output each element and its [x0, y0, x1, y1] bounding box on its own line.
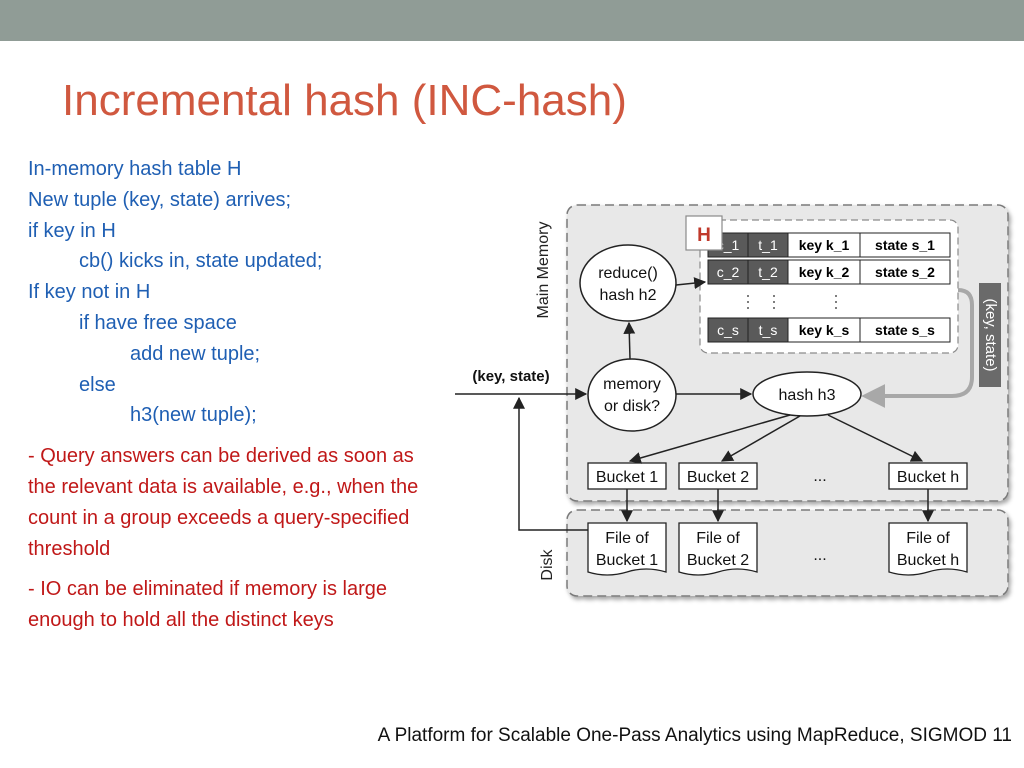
bucket-ellipsis: ... — [813, 468, 826, 485]
file-shape — [678, 522, 758, 576]
bucket-box — [587, 462, 667, 490]
citation-footer: A Platform for Scalable One-Pass Analyti… — [377, 725, 1012, 746]
table-cell: c_s — [717, 322, 739, 338]
body-line: cb() kicks in, state updated; — [79, 250, 323, 273]
bucket-label: Bucket 2 — [687, 469, 749, 486]
table-cell: t_2 — [758, 264, 778, 280]
main-memory-label: Main Memory — [535, 222, 552, 319]
top-decor-bar — [0, 0, 1024, 41]
table-cell: state s_1 — [875, 237, 935, 253]
input-label: (key, state) — [472, 368, 549, 385]
to-reduce-arrow — [623, 321, 636, 360]
file-label: File of — [605, 530, 649, 547]
hash-table-label: H — [697, 225, 711, 246]
table-ellipsis — [747, 295, 837, 309]
bucket-files: File of Bucket 1 File of Bucket 2 ... Fi… — [587, 522, 968, 576]
slide-body: In-memory hash table H New tuple (key, s… — [28, 154, 438, 636]
body-line: h3(new tuple); — [130, 404, 257, 427]
buckets: Bucket 1 Bucket 2 ... Bucket h — [587, 462, 968, 490]
body-line: else — [79, 373, 116, 396]
file-label: Bucket 1 — [596, 552, 658, 569]
slide-title: Incremental hash (INC-hash) — [62, 76, 627, 125]
table-cell: t_1 — [758, 237, 778, 253]
file-shape — [888, 522, 968, 576]
table-cell: t_s — [759, 322, 778, 338]
body-line: If key not in H — [28, 281, 151, 304]
point-query-answers: - Query answers can be derived as soon a… — [28, 445, 419, 560]
disk-feedback-arrow — [513, 396, 588, 531]
bucket-box — [888, 462, 968, 490]
body-line: if have free space — [79, 311, 237, 334]
table-cell: state s_s — [875, 322, 935, 338]
decision-node-line: memory — [603, 376, 661, 393]
eviction-label-box — [979, 283, 1001, 387]
body-line: add new tuple; — [130, 342, 261, 365]
table-cell: c_2 — [717, 264, 740, 280]
file-shape — [587, 522, 667, 576]
to-table-arrow — [675, 277, 707, 290]
hash-h3-label: hash h3 — [779, 387, 836, 404]
memory-or-disk-node — [587, 358, 677, 432]
disk-label: Disk — [539, 548, 556, 580]
file-label: File of — [696, 530, 740, 547]
eviction-label: (key, state) — [982, 298, 999, 371]
body-line: if key in H — [28, 219, 116, 242]
bucket-label: Bucket h — [897, 469, 959, 486]
bucket-label: Bucket 1 — [596, 469, 658, 486]
table-cell: key k_2 — [799, 264, 850, 280]
reduce-hash-h2-node — [579, 244, 677, 322]
file-label: File of — [906, 530, 950, 547]
file-ellipsis: ... — [813, 547, 826, 564]
body-line: In-memory hash table H — [28, 158, 242, 180]
to-bucket-arrow — [720, 415, 801, 462]
hash-h3-node — [752, 371, 862, 417]
reduce-node-line: hash h2 — [600, 287, 657, 304]
to-bucket-arrow — [628, 414, 791, 464]
to-bucket-arrow — [827, 414, 924, 462]
file-label: Bucket h — [897, 552, 959, 569]
point-io-eliminated: - IO can be eliminated if memory is larg… — [28, 578, 388, 632]
table-cell: state s_2 — [875, 264, 935, 280]
hash-table: c_1 t_1 key k_1 state s_1 c_2 t_2 key k_… — [707, 232, 951, 343]
reduce-node-line: reduce() — [598, 265, 658, 282]
decision-node-line: or disk? — [604, 398, 660, 415]
hash-table-label-box — [685, 215, 723, 251]
file-label: Bucket 2 — [687, 552, 749, 569]
body-line: New tuple (key, state) arrives; — [28, 188, 292, 211]
eviction-arrow — [861, 288, 974, 408]
table-cell: key k_1 — [799, 237, 850, 253]
table-cell: key k_s — [799, 322, 850, 338]
